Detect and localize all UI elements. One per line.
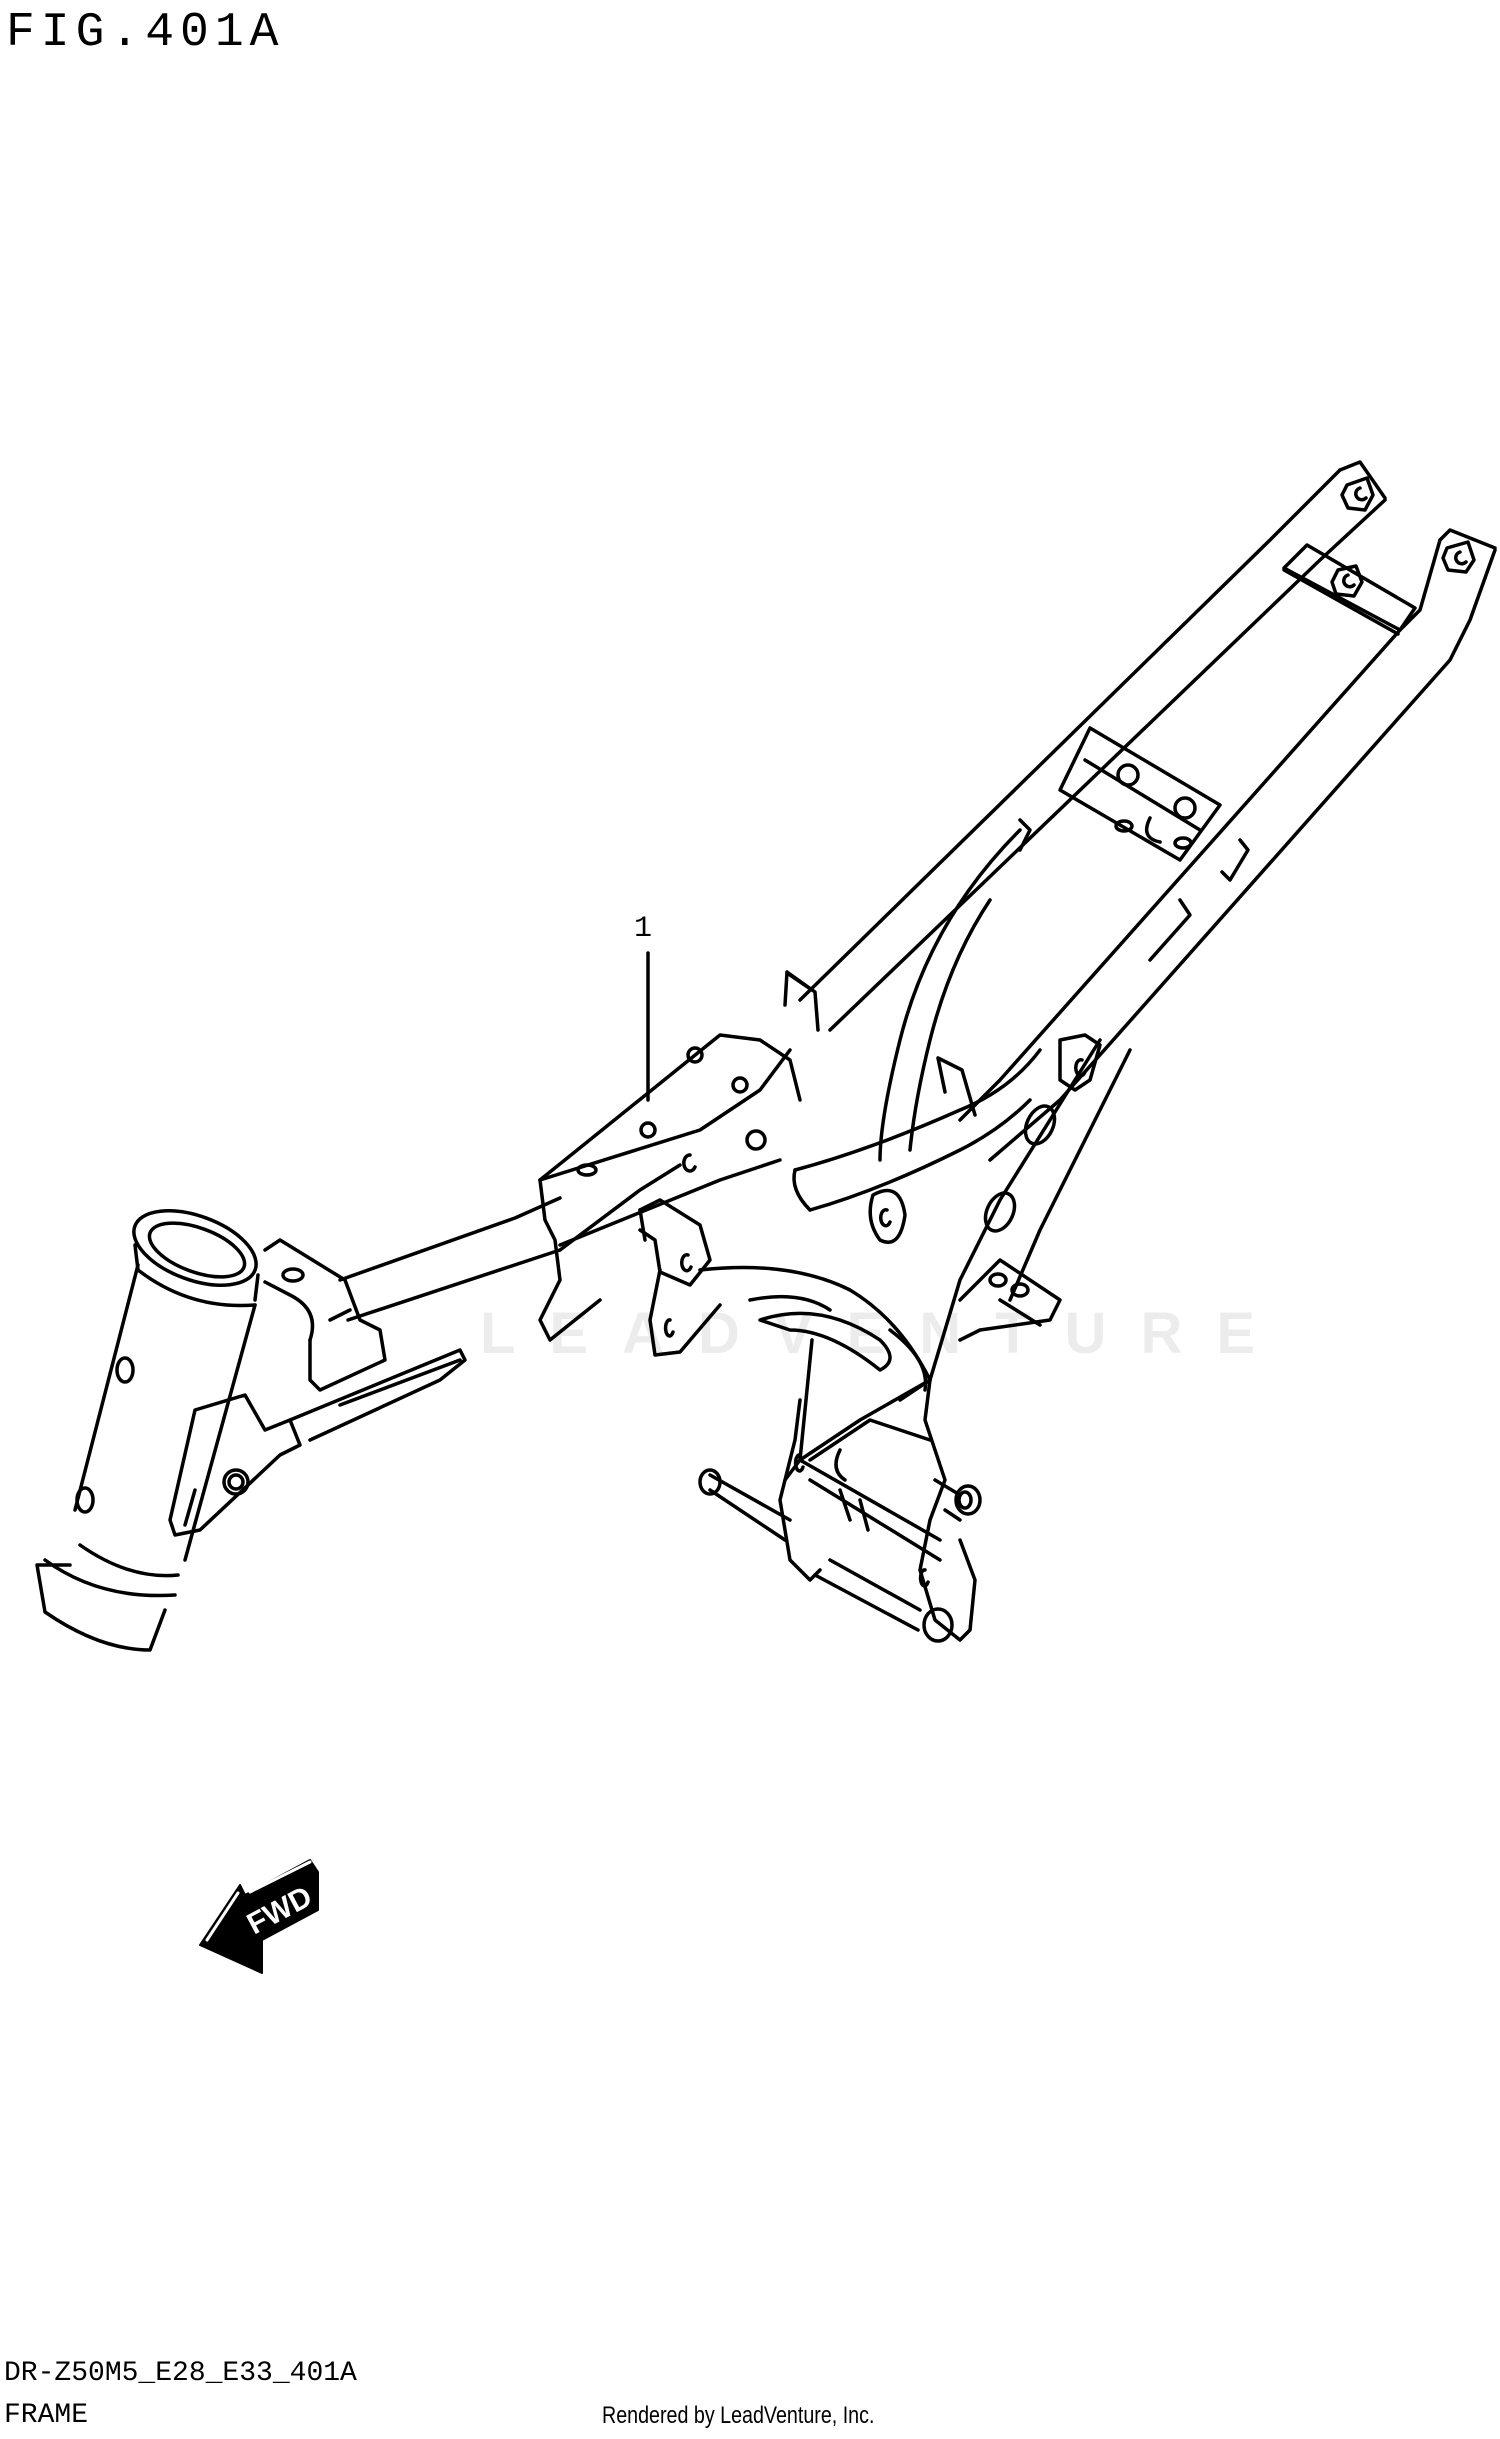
rail-side-tabs xyxy=(1018,818,1250,962)
rear-nut-right xyxy=(1441,540,1476,574)
right-side-downplate xyxy=(868,1033,1132,1382)
rear-nut-left xyxy=(1340,476,1375,512)
engine-hanger-box xyxy=(638,1198,722,1357)
center-down-tube xyxy=(878,828,1022,1162)
head-pipe-gusset-lower xyxy=(168,1348,467,1537)
model-code: DR-Z50M5_E28_E33_401A xyxy=(4,2358,357,2389)
backbone-gusset xyxy=(538,1033,802,1342)
swingarm-pivot-plate xyxy=(698,1265,932,1482)
callout-1[interactable]: 1 xyxy=(634,912,653,946)
steering-head-pipe xyxy=(35,1209,260,1652)
wire-loop-rear xyxy=(936,1056,977,1117)
side-mount-tab xyxy=(958,1258,1062,1342)
pivot-shaft xyxy=(698,1468,982,1643)
mid-cross-bracket xyxy=(1058,726,1222,862)
main-backbone-tube xyxy=(338,1048,792,1322)
lower-cradle xyxy=(778,1378,977,1642)
render-credit: Rendered by LeadVenture, Inc. xyxy=(602,2402,875,2429)
seat-rail-right xyxy=(958,528,1497,1162)
figure-title: FIG.401A xyxy=(6,6,285,60)
wire-loop-front xyxy=(783,970,820,1032)
seat-rail-left xyxy=(798,460,1387,1032)
curved-cross-tube xyxy=(792,1048,1042,1212)
head-pipe-gusset-upper xyxy=(263,1238,387,1392)
section-name: FRAME xyxy=(4,2400,89,2431)
rear-cross-plate xyxy=(1282,543,1417,636)
forward-arrow-icon xyxy=(199,1859,319,1974)
